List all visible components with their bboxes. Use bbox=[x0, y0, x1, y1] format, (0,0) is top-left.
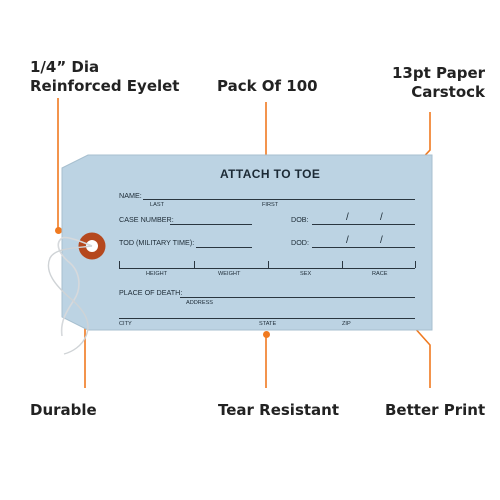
place-of-death-label: PLACE OF DEATH: bbox=[119, 288, 183, 297]
measurement-tick-2 bbox=[194, 261, 195, 268]
paper-callout-line1: 13pt Paper bbox=[392, 64, 486, 82]
measurement-tick-4 bbox=[342, 261, 343, 268]
dob-line bbox=[312, 224, 415, 225]
dob-slash-2: / bbox=[380, 212, 383, 223]
tod-label: TOD (MILITARY TIME): bbox=[119, 238, 195, 247]
state-sublabel: STATE bbox=[259, 321, 277, 327]
measurement-tick-5 bbox=[415, 261, 416, 268]
paper-callout: 13pt Paper Carstock bbox=[392, 64, 485, 102]
address-sublabel: ADDRESS bbox=[186, 300, 214, 306]
measurement-tick-3 bbox=[268, 261, 269, 268]
print-leader-line bbox=[412, 325, 431, 388]
durable-callout: Durable bbox=[30, 401, 97, 419]
tag-string bbox=[57, 236, 93, 337]
city-sublabel: CITY bbox=[119, 321, 132, 327]
eyelet-callout-line2: Reinforced Eyelet bbox=[30, 77, 180, 95]
measurement-line bbox=[119, 268, 415, 269]
city-state-zip-line bbox=[119, 318, 415, 319]
tear-bullet bbox=[263, 331, 270, 338]
name-label: NAME: bbox=[119, 191, 142, 200]
place-of-death-line bbox=[180, 297, 415, 298]
paper-callout-line2: Carstock bbox=[411, 83, 486, 101]
eyelet-callout-line1: 1/4” Dia bbox=[30, 58, 100, 76]
tag-title: ATTACH TO TOE bbox=[220, 167, 321, 181]
pack-callout: Pack Of 100 bbox=[217, 77, 318, 95]
dod-slash-1: / bbox=[346, 235, 349, 246]
dod-line bbox=[312, 247, 415, 248]
last-sublabel: LAST bbox=[150, 202, 164, 208]
tag-body bbox=[61, 154, 433, 331]
tod-line bbox=[196, 247, 252, 248]
dod-label: DOD: bbox=[291, 238, 309, 247]
better-print-callout: Better Print bbox=[385, 401, 486, 419]
measurement-tick-1 bbox=[119, 261, 120, 268]
weight-sublabel: WEIGHT bbox=[218, 271, 241, 277]
tag-string-loop bbox=[47, 245, 93, 355]
race-sublabel: RACE bbox=[372, 271, 388, 277]
eyelet-bullet bbox=[55, 227, 62, 234]
height-sublabel: HEIGHT bbox=[146, 271, 168, 277]
eyelet-callout: 1/4” Dia Reinforced Eyelet bbox=[30, 58, 179, 96]
dod-slash-2: / bbox=[380, 235, 383, 246]
case-number-line bbox=[170, 224, 252, 225]
name-line bbox=[143, 199, 415, 200]
dob-label: DOB: bbox=[291, 215, 309, 224]
sex-sublabel: SEX bbox=[300, 271, 312, 277]
dob-slash-1: / bbox=[346, 212, 349, 223]
first-sublabel: FIRST bbox=[262, 202, 279, 208]
tear-resistant-callout: Tear Resistant bbox=[218, 401, 340, 419]
zip-sublabel: ZIP bbox=[342, 321, 351, 327]
case-number-label: CASE NUMBER: bbox=[119, 215, 174, 224]
